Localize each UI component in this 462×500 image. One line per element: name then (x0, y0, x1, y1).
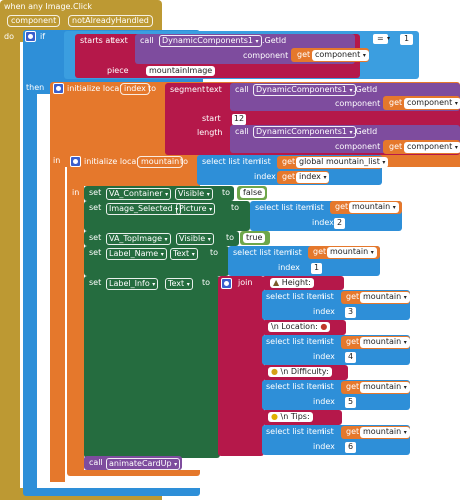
property-dropdown[interactable]: Visible ▾ (175, 188, 213, 200)
then-label: then (26, 83, 45, 92)
set-label-info-text[interactable] (84, 276, 220, 458)
index-number[interactable]: 1 (311, 263, 322, 274)
mountain-var[interactable]: mountain ▾ (327, 247, 377, 258)
component-dropdown[interactable]: DynamicComponents1 ▾ (159, 35, 262, 47)
global-list-var[interactable]: global mountain_list ▾ (296, 157, 389, 168)
pin-emoji-icon: ● (320, 322, 328, 331)
starts-at-label: starts at (80, 36, 114, 45)
piece-text[interactable]: mountainImage (146, 66, 216, 76)
mountain-var[interactable]: mountain ▾ (360, 292, 410, 303)
gear-icon[interactable] (70, 156, 81, 167)
tips-text: \n Tips: (280, 412, 310, 421)
component-dropdown[interactable]: Label_Info ▾ (106, 278, 159, 290)
if-label: if (40, 32, 46, 41)
call-label: call (140, 36, 154, 45)
index-number[interactable]: 2 (334, 218, 345, 229)
length-label: length (197, 128, 223, 137)
component-dropdown[interactable]: Image_Selected ▾ (106, 203, 182, 215)
index-var-name[interactable]: index (120, 83, 150, 95)
event-title: when any Image.Click (4, 2, 93, 11)
index-var[interactable]: index ▾ (296, 172, 330, 183)
set-label-name-text[interactable] (84, 246, 229, 276)
get-component-var[interactable]: component ▾ (404, 98, 461, 109)
starts-at-text-label: text (112, 36, 128, 45)
component-dropdown[interactable]: Label_Name ▾ (106, 248, 167, 260)
gear-icon[interactable] (25, 31, 36, 42)
segment-text-label: text (206, 85, 222, 94)
set-va-topimage-visible[interactable] (84, 231, 239, 246)
height-text: Height: (281, 278, 311, 287)
sweat-emoji-icon: ● (271, 367, 278, 376)
segment-label: segment (170, 85, 206, 94)
gear-icon[interactable] (53, 83, 64, 94)
start-value[interactable]: 12 (232, 114, 246, 125)
index-number[interactable]: 6 (345, 442, 356, 453)
index-number[interactable]: 3 (345, 307, 356, 318)
index-number[interactable]: 4 (345, 352, 356, 363)
get-component-var[interactable]: component ▾ (312, 50, 369, 61)
procedure-dropdown[interactable]: animateCardUp ▾ (106, 458, 181, 470)
param-not-already-handled[interactable]: notAlreadyHandled (68, 15, 153, 27)
compare-value[interactable]: 1 (400, 34, 413, 45)
in-label: in (53, 156, 61, 165)
do-label: do (4, 32, 14, 41)
mountain-var[interactable]: mountain ▾ (360, 382, 410, 393)
mountain-var[interactable]: mountain ▾ (349, 202, 399, 213)
gear-icon[interactable] (221, 278, 232, 289)
set-va-container-visible[interactable] (84, 186, 234, 201)
lightbulb-emoji-icon: ● (271, 412, 278, 421)
mountain-var[interactable]: mountain ▾ (360, 337, 410, 348)
compare-op[interactable]: = (373, 34, 388, 44)
component-dropdown[interactable]: VA_TopImage ▾ (106, 233, 171, 245)
to-label: to (148, 84, 157, 93)
param-component[interactable]: component (7, 15, 61, 27)
join-block[interactable] (218, 276, 264, 456)
init-local-label: initialize local (67, 84, 122, 93)
property-dropdown[interactable]: Text ▾ (170, 248, 198, 260)
property-dropdown[interactable]: Text ▾ (165, 278, 193, 290)
start-label: start (202, 114, 221, 123)
property-dropdown[interactable]: Picture ▾ (176, 203, 216, 215)
mountain-var-name[interactable]: mountain (137, 156, 184, 168)
mountain-emoji-icon: ▲ (273, 278, 280, 287)
location-text-a: \n Location: (271, 322, 318, 331)
component-dropdown[interactable]: VA_Container ▾ (106, 188, 172, 200)
join-label: join (238, 278, 253, 287)
component-dropdown[interactable]: DynamicComponents1 ▾ (253, 84, 356, 96)
get-component-var[interactable]: component ▾ (404, 142, 461, 153)
mountain-var[interactable]: mountain ▾ (360, 427, 410, 438)
component-dropdown[interactable]: DynamicComponents1 ▾ (253, 126, 356, 138)
set-image-selected-picture[interactable] (84, 201, 250, 231)
difficulty-text: \n Difficulty: (280, 367, 329, 376)
getid-label: .GetId (262, 36, 287, 45)
component-arg-label: component (243, 51, 289, 60)
index-number[interactable]: 5 (345, 397, 356, 408)
piece-label: piece (107, 66, 129, 75)
property-dropdown[interactable]: Visible ▾ (176, 233, 214, 245)
